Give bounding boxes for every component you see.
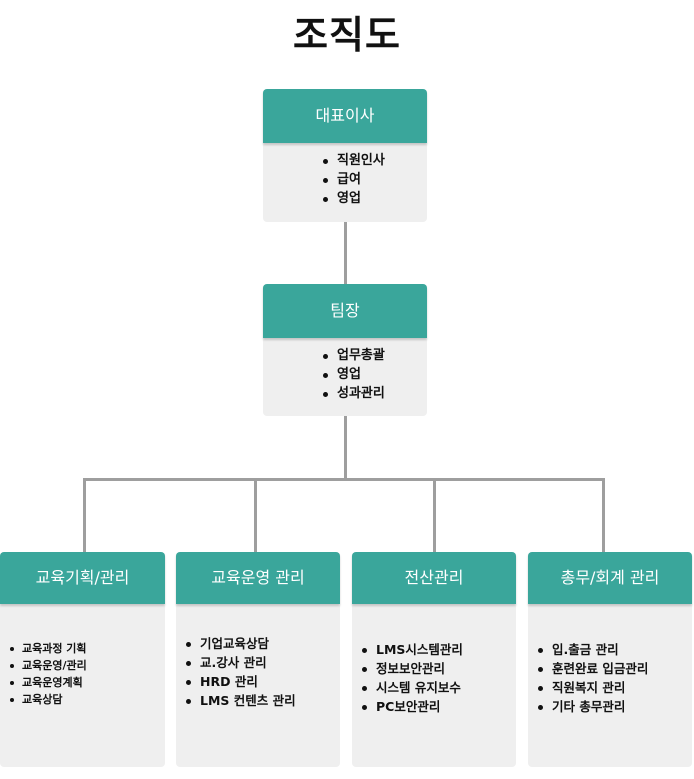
node-dept-admin: 총무/회계 관리 입.출금 관리 훈련완료 입금관리 직원복지 관리 기타 총무… [528, 552, 692, 767]
connector-dept-4 [602, 478, 605, 552]
list-item: 교.강사 관리 [186, 653, 340, 672]
node-dept-admin-body: 입.출금 관리 훈련완료 입금관리 직원복지 관리 기타 총무관리 [528, 604, 692, 767]
list-item: 기업교육상담 [186, 634, 340, 653]
list-item: 기타 총무관리 [538, 697, 692, 716]
node-dept-it-list: LMS시스템관리 정보보안관리 시스템 유지보수 PC보안관리 [352, 604, 516, 716]
list-item: 교육운영/관리 [10, 657, 165, 674]
list-item: 성과관리 [323, 384, 427, 403]
connector-dept-1 [83, 478, 86, 552]
connector-bus [83, 478, 605, 481]
list-item: 훈련완료 입금관리 [538, 659, 692, 678]
node-team-lead-body: 업무총괄 영업 성과관리 [263, 338, 427, 416]
node-team-lead: 팀장 업무총괄 영업 성과관리 [263, 284, 427, 416]
node-dept-planning-list: 교육과정 기획 교육운영/관리 교육운영계획 교육상담 [0, 604, 165, 708]
list-item: 교육과정 기획 [10, 640, 165, 657]
list-item: 입.출금 관리 [538, 640, 692, 659]
node-ceo-body: 직원인사 급여 영업 [263, 143, 427, 222]
list-item: 영업 [323, 189, 427, 208]
node-team-lead-header: 팀장 [263, 284, 427, 338]
connector-dept-2 [254, 478, 257, 552]
node-dept-operations-body: 기업교육상담 교.강사 관리 HRD 관리 LMS 컨텐츠 관리 [176, 604, 340, 767]
list-item: LMS 컨텐츠 관리 [186, 691, 340, 710]
list-item: 시스템 유지보수 [362, 678, 516, 697]
connector-team-bus [344, 416, 347, 480]
node-dept-it-header: 전산관리 [352, 552, 516, 604]
list-item: 직원인사 [323, 151, 427, 170]
page-title: 조직도 [293, 13, 401, 57]
connector-ceo-team [344, 222, 347, 284]
node-dept-admin-list: 입.출금 관리 훈련완료 입금관리 직원복지 관리 기타 총무관리 [528, 604, 692, 716]
list-item: 정보보안관리 [362, 659, 516, 678]
node-team-lead-list: 업무총괄 영업 성과관리 [263, 338, 427, 403]
list-item: 교육운영계획 [10, 674, 165, 691]
node-dept-planning-header: 교육기획/관리 [0, 552, 165, 604]
list-item: 급여 [323, 170, 427, 189]
list-item: HRD 관리 [186, 672, 340, 691]
node-dept-planning-body: 교육과정 기획 교육운영/관리 교육운영계획 교육상담 [0, 604, 165, 767]
node-dept-it-body: LMS시스템관리 정보보안관리 시스템 유지보수 PC보안관리 [352, 604, 516, 767]
node-ceo-list: 직원인사 급여 영업 [263, 143, 427, 208]
list-item: 교육상담 [10, 691, 165, 708]
list-item: 업무총괄 [323, 346, 427, 365]
node-dept-operations: 교육운영 관리 기업교육상담 교.강사 관리 HRD 관리 LMS 컨텐츠 관리 [176, 552, 340, 767]
node-ceo-header: 대표이사 [263, 89, 427, 143]
node-dept-admin-header: 총무/회계 관리 [528, 552, 692, 604]
node-ceo: 대표이사 직원인사 급여 영업 [263, 89, 427, 222]
list-item: 영업 [323, 365, 427, 384]
node-dept-planning: 교육기획/관리 교육과정 기획 교육운영/관리 교육운영계획 교육상담 [0, 552, 165, 767]
list-item: PC보안관리 [362, 697, 516, 716]
node-dept-it: 전산관리 LMS시스템관리 정보보안관리 시스템 유지보수 PC보안관리 [352, 552, 516, 767]
connector-dept-3 [433, 478, 436, 552]
node-dept-operations-list: 기업교육상담 교.강사 관리 HRD 관리 LMS 컨텐츠 관리 [176, 604, 340, 710]
list-item: 직원복지 관리 [538, 678, 692, 697]
list-item: LMS시스템관리 [362, 640, 516, 659]
node-dept-operations-header: 교육운영 관리 [176, 552, 340, 604]
